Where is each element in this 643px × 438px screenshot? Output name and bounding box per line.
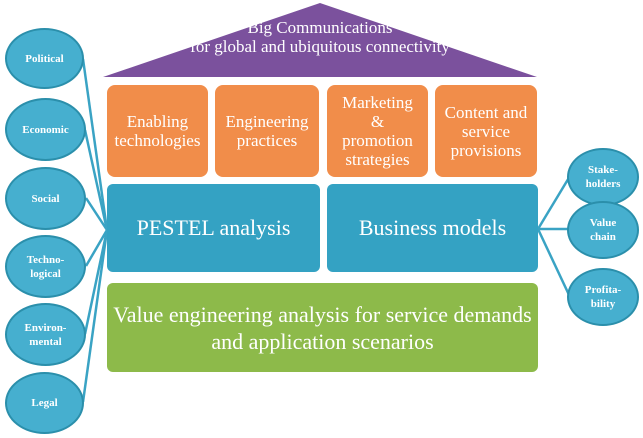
- factor-stakeholders-circle: Stake- holders: [567, 148, 639, 206]
- factor-technological-circle: Techno- logical: [5, 235, 86, 298]
- factor-environmental-circle: Environ- mental: [5, 303, 86, 366]
- foundation-line1: Value engineering analysis for service d…: [113, 301, 532, 327]
- factor-profitability-circle: Profita- bility: [567, 268, 639, 326]
- roof-title-line1: Big Communications: [247, 18, 393, 37]
- right-connectors: [536, 175, 572, 298]
- connector-profitability: [536, 228, 572, 298]
- connector-legal: [81, 229, 109, 403]
- factor-value-chain-circle: Value chain: [567, 201, 639, 259]
- value-engineering-box: Value engineering analysis for service d…: [107, 283, 538, 372]
- foundation-line2: and application scenarios: [211, 328, 434, 354]
- pillar-enabling-technologies: Enabling technologies: [107, 85, 208, 177]
- connector-political: [81, 58, 109, 231]
- connector-economic: [83, 129, 109, 231]
- factor-political-circle: Political: [5, 28, 84, 89]
- business-models-box: Business models: [327, 184, 538, 272]
- roof-title-line2: for global and ubiquitous connectivity: [190, 37, 450, 56]
- roof-triangle: [103, 3, 537, 77]
- roof-title: Big Communications for global and ubiqui…: [150, 18, 490, 56]
- factor-social-circle: Social: [5, 167, 86, 230]
- pillar-engineering-practices: Engineering practices: [215, 85, 319, 177]
- factor-economic-circle: Economic: [5, 98, 86, 161]
- connector-stakeholders: [536, 175, 572, 230]
- pestel-analysis-box: PESTEL analysis: [107, 184, 320, 272]
- connector-social: [84, 197, 109, 231]
- left-connectors: [81, 58, 109, 403]
- connector-technological: [84, 229, 109, 267]
- pillar-content-service: Content and service provisions: [435, 85, 537, 177]
- factor-legal-circle: Legal: [5, 372, 84, 434]
- pillar-marketing-promotion: Marketing & promotion strategies: [327, 85, 428, 177]
